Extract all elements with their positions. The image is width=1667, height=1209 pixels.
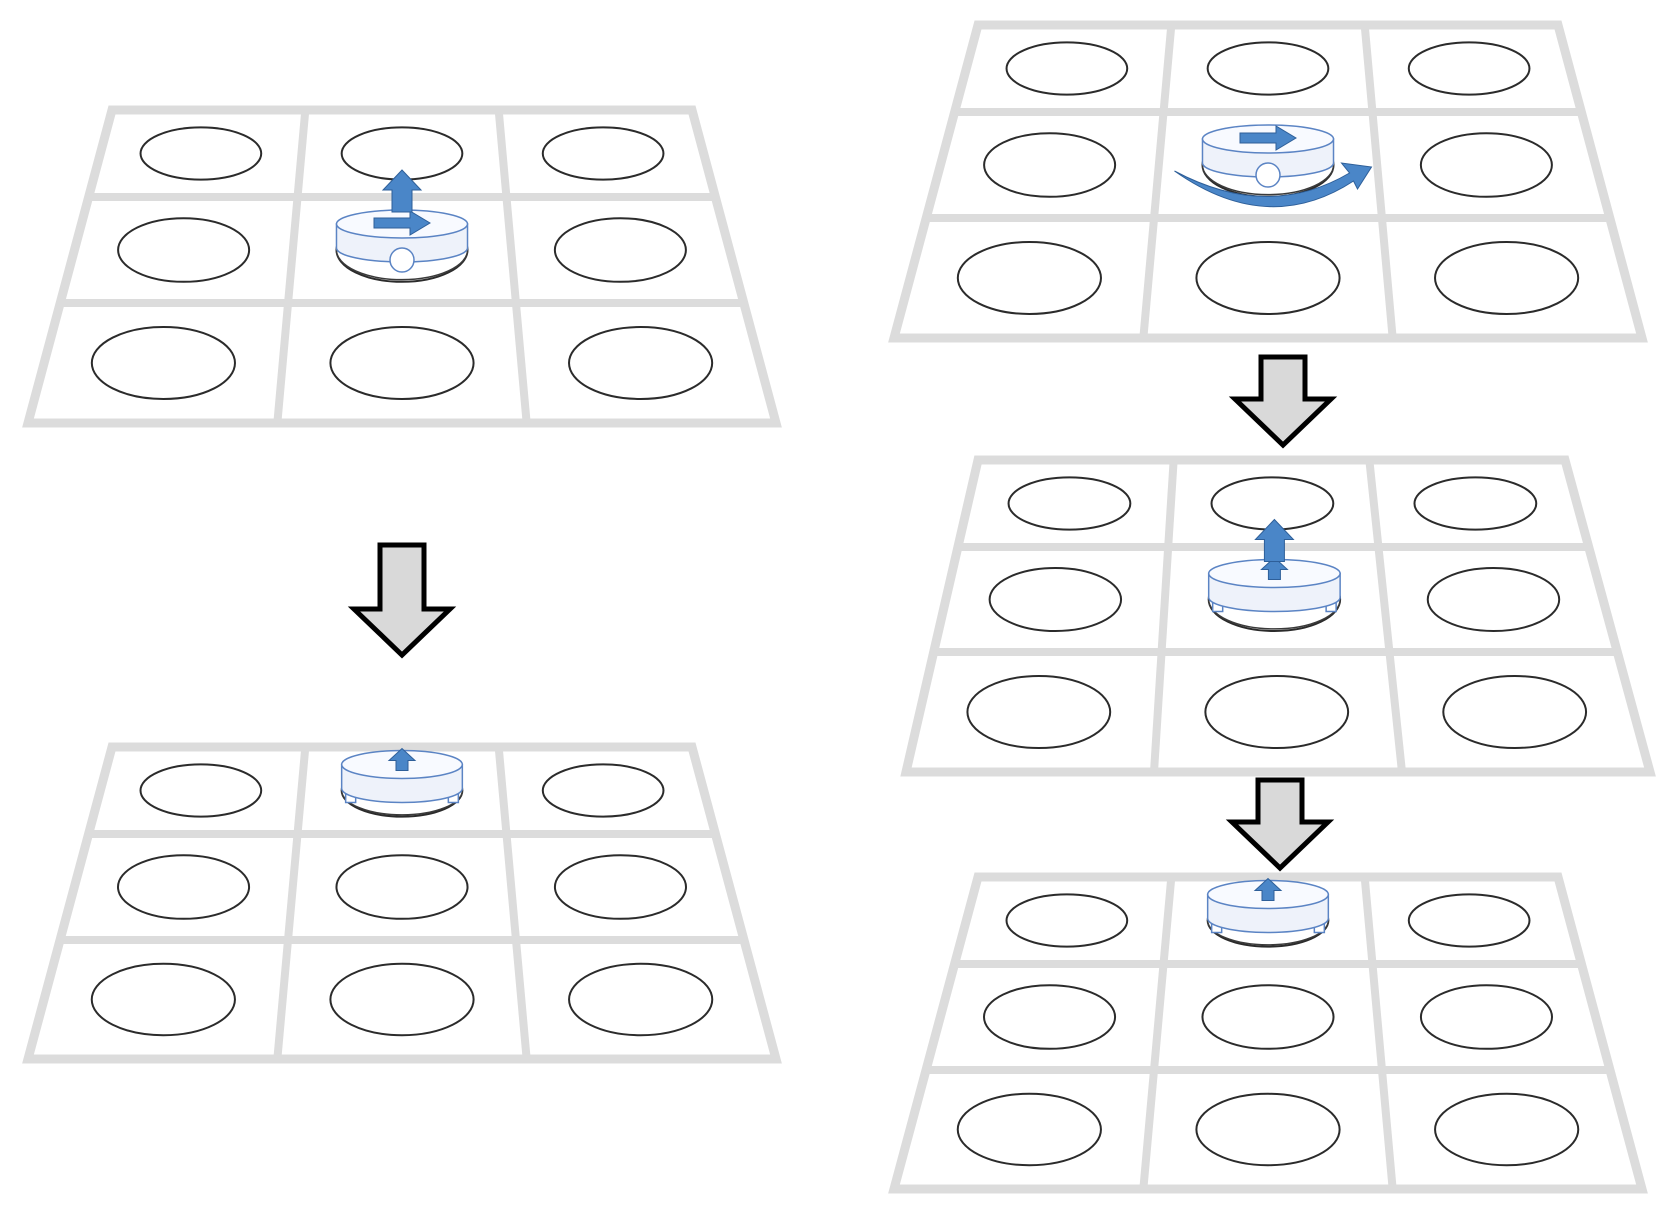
cell-marker-r0-c2 [1407,893,1531,948]
move-up-arrow-icon [1254,518,1295,562]
flow-down-arrow-icon-2 [1228,354,1338,449]
cell-marker-r1-c0 [983,984,1117,1050]
cell-marker-r2-c2 [1434,241,1580,315]
cell-marker-r2-c1 [1204,675,1350,749]
cell-marker-r2-c0 [956,241,1102,315]
cell-marker-r2-c1 [329,326,475,400]
right-sequence-panel-3-robot [1206,877,1330,946]
left-sequence-panel-1-robot [335,169,469,281]
cell-marker-r1-c0 [983,132,1117,198]
cell-marker-r1-c2 [553,217,687,283]
grid-column-divider [1150,459,1178,773]
cell-marker-r1-c2 [1419,984,1554,1050]
cell-marker-r0-c0 [1007,476,1132,531]
cell-marker-r1-c0 [117,854,251,920]
cell-marker-r0-c2 [541,126,665,181]
heading-right-arrow-icon [373,210,431,236]
grid-column-divider [1365,459,1406,773]
cell-marker-r2-c0 [966,675,1112,749]
cell-marker-r0-c2 [1413,476,1538,531]
grid-column-divider [1360,876,1397,1190]
move-up-arrow-icon [381,169,423,213]
grid-column-divider [1360,24,1397,339]
cell-marker-r2-c0 [956,1092,1102,1167]
cell-marker-r2-c2 [568,962,714,1037]
robots-layer [335,124,1373,946]
cell-marker-r2-c1 [1195,1092,1341,1167]
cell-marker-r0-c0 [139,126,263,181]
flow-arrows-layer [347,354,1338,872]
cell-marker-r0-c0 [1005,41,1129,96]
cell-marker-r2-c1 [1195,241,1341,315]
cell-marker-r1-c1 [1201,984,1335,1050]
left-sequence-panel-2-grid [22,742,782,1064]
right-sequence-panel-2-robot [1207,518,1341,630]
robot-wheel [389,247,415,273]
cell-marker-r1-c2 [1426,567,1561,632]
cell-marker-r2-c1 [329,962,475,1037]
cell-marker-r0-c2 [1407,41,1531,96]
cell-marker-r0-c0 [1005,893,1129,948]
cell-marker-r1-c0 [988,567,1123,632]
grids-layer [22,20,1656,1194]
cell-marker-r1-c1 [335,854,469,920]
cell-marker-r0-c1 [1206,41,1330,96]
cell-marker-r0-c2 [541,763,665,818]
grid-column-divider [494,746,531,1060]
heading-up-arrow-icon [387,747,417,771]
cell-marker-r1-c2 [553,854,688,920]
flow-down-arrow-icon-1 [347,542,457,659]
cell-marker-r1-c2 [1419,132,1553,198]
robot-wheel [1255,162,1281,188]
heading-right-arrow-icon [1239,125,1297,151]
cell-marker-r2-c0 [90,962,236,1037]
cell-marker-r2-c2 [1442,675,1588,749]
flow-down-arrow-icon-3 [1225,777,1335,872]
cell-marker-r2-c2 [1434,1092,1580,1167]
grid-column-divider [273,109,310,424]
grid-column-divider [1139,24,1176,339]
heading-up-arrow-icon [1260,556,1289,580]
grid-column-divider [1139,876,1176,1190]
cell-marker-r2-c0 [90,326,236,400]
heading-up-arrow-icon [1253,877,1283,901]
cell-marker-r1-c0 [117,217,251,283]
rotate-arrow-icon [1174,162,1373,208]
left-sequence-panel-2-robot [340,747,464,816]
cell-marker-r0-c0 [139,763,263,818]
right-sequence-panel-1-robot [1174,124,1373,208]
cell-marker-r2-c2 [568,326,714,400]
grid-column-divider [494,109,531,424]
grid-column-divider [273,746,310,1060]
